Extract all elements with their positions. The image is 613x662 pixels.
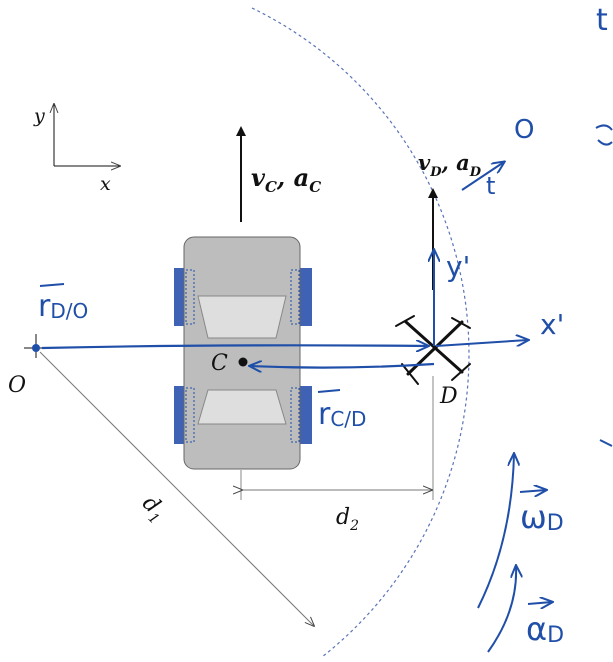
angular-velocity-arrow — [477, 454, 514, 609]
point-o-dot — [32, 344, 40, 352]
omega-label: ωD — [520, 498, 564, 536]
point-o-label: O — [8, 373, 26, 398]
car — [174, 236, 312, 470]
d2-label: d2 — [336, 505, 359, 534]
x-axis-label: x — [100, 173, 111, 195]
car-body — [183, 236, 301, 470]
tangential-subscript: t — [486, 172, 495, 200]
r-cd-label: rC/D — [318, 397, 366, 432]
d1-label: d1 — [134, 491, 171, 528]
position-vector-r-cd — [250, 364, 435, 368]
angular-acceleration-arrow — [487, 566, 516, 653]
alpha-label: αD — [526, 610, 564, 648]
handwritten-annotations: rD/O x' y' rC/D t O t ωD αD — [38, 3, 613, 653]
edge-mark-t: t — [596, 3, 608, 38]
point-d-label: D — [439, 384, 458, 409]
point-c-dot — [238, 357, 248, 367]
axis-legend: y x — [33, 104, 120, 195]
position-vector-r-do — [41, 345, 428, 348]
drone-velocity-label: vD, aD — [418, 150, 482, 180]
origin-subscript: O — [514, 115, 534, 145]
y-prime-label: y' — [446, 250, 470, 283]
point-c-label: C — [211, 351, 228, 376]
r-do-label: rD/O — [38, 289, 88, 324]
d1-dimension — [39, 351, 314, 626]
x-prime-label: x' — [540, 308, 564, 341]
car-velocity-label: vC, aC — [251, 163, 321, 196]
x-prime-axis — [435, 340, 528, 347]
y-axis-label: y — [33, 105, 45, 127]
drone — [395, 315, 471, 385]
front-windshield — [197, 295, 287, 339]
rear-windshield — [197, 389, 287, 425]
